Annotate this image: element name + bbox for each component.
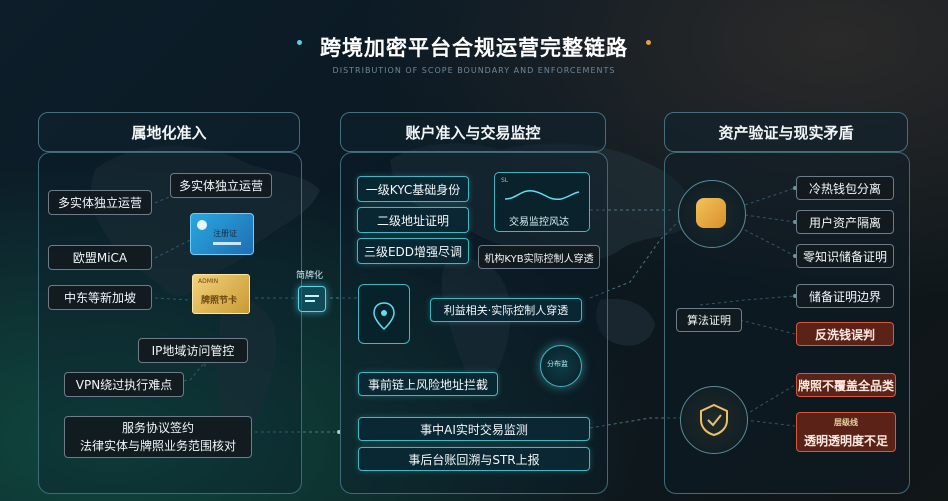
radar-icon: 分布监	[540, 345, 582, 387]
license-card: ADMIN 牌照节卡	[192, 274, 250, 314]
control-through-box: 利益相关·实际控制人穿透	[430, 298, 582, 322]
registration-card: 注册证	[190, 213, 254, 255]
card-line-icon	[213, 242, 241, 245]
monitor-label: 交易监控风达	[509, 217, 569, 228]
eu-mica-box: 欧盟MiCA	[48, 245, 152, 270]
shield-icon	[680, 386, 748, 454]
zk-proof-box: 零知识储备证明	[796, 244, 894, 268]
wallet-icon	[678, 180, 746, 248]
registration-card-text: 注册证	[213, 229, 237, 238]
service-line-2: 法律实体与牌照业务范围核对	[79, 439, 236, 453]
title-right-dot	[646, 40, 651, 45]
left-panel-header: 属地化准入	[38, 112, 300, 152]
monitor-panel: SL 交易监控风达	[494, 172, 590, 232]
license-coverage-box: 牌照不覆盖全品类	[796, 373, 896, 397]
location-pin-icon	[373, 302, 395, 331]
monitor-tag: SL	[501, 177, 509, 184]
kyc-level3: 三级EDD增强尽调	[357, 238, 469, 264]
service-line-1: 服务协议签约	[121, 421, 194, 435]
vpn-box: VPN绕过执行难点	[64, 372, 184, 397]
ip-control-box: IP地域访问管控	[138, 338, 248, 363]
multi-entity-box-b: 多实体独立运营	[48, 190, 152, 215]
service-agreement-box: 服务协议签约 法律实体与牌照业务范围核对	[64, 416, 252, 458]
page-subtitle: DISTRIBUTION OF SCOPE BOUNDARY AND ENFOR…	[332, 66, 616, 75]
wallet-inner-icon	[696, 198, 726, 228]
bridge-label: 简牌化	[296, 271, 324, 281]
multi-entity-box-a: 多实体独立运营	[170, 173, 272, 198]
radar-label: 分布监	[547, 360, 568, 368]
post-chain-box: 事后台账回溯与STR上报	[358, 447, 590, 471]
title-left-dot	[297, 40, 302, 45]
asset-segregation-box: 用户资产隔离	[796, 210, 894, 234]
kyc-level1: 一级KYC基础身份	[357, 176, 469, 202]
transparency-line-2: 透明透明度不足	[803, 434, 888, 448]
license-card-text: 牌照节卡	[201, 296, 238, 306]
control-panel	[358, 284, 410, 344]
kyb-box: 机构KYB实际控制人穿透	[478, 245, 600, 269]
algorithm-proof-box: 算法证明	[676, 308, 742, 332]
reserve-boundary-box: 储备证明边界	[796, 284, 894, 308]
middle-panel-header: 账户准入与交易监控	[340, 112, 606, 152]
doc-line-icon	[305, 295, 319, 297]
transparency-line-1: 层级线	[834, 418, 858, 427]
kyc-level2: 二级地址证明	[357, 207, 469, 233]
license-card-top: ADMIN	[198, 278, 219, 285]
page-title: 跨境加密平台合规运营完整链路	[320, 36, 628, 60]
cold-hot-wallet-box: 冷热钱包分离	[796, 176, 894, 200]
wave-chart-icon	[504, 190, 580, 201]
transparency-box: 层级线 透明透明度不足	[796, 412, 896, 452]
aml-misjudge-box: 反洗钱误判	[796, 322, 894, 346]
doc-line-icon	[305, 300, 315, 302]
shield-check-icon	[700, 403, 728, 437]
right-panel-header: 资产验证与现实矛盾	[664, 112, 908, 152]
document-icon	[298, 286, 326, 312]
middle-east-box: 中东等新加坡	[48, 285, 152, 310]
in-chain-box: 事中AI实时交易监测	[358, 417, 590, 441]
pre-chain-box: 事前链上风险地址拦截	[358, 372, 498, 396]
card-chip-icon	[197, 220, 207, 230]
